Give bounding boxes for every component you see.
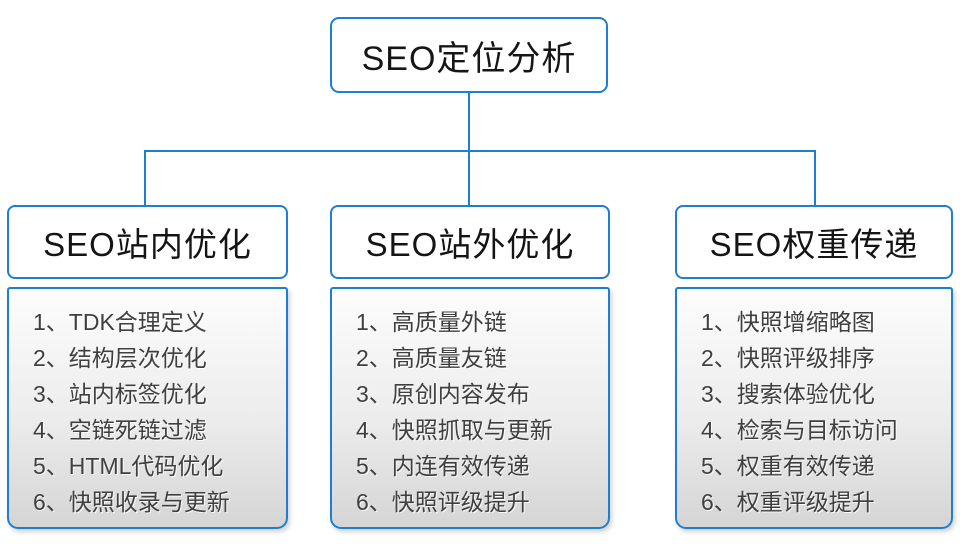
connector-root-drop [468,93,470,151]
list-item: 6、快照评级提升 [356,489,530,515]
list-item: 3、原创内容发布 [356,381,530,407]
column-onsite-header: SEO站内优化 [7,205,288,279]
list-item: 2、结构层次优化 [33,345,207,371]
connector-rail [144,150,816,152]
list-item: 2、高质量友链 [356,345,507,371]
root-title: SEO定位分析 [361,39,577,78]
list-item: 4、空链死链过滤 [33,417,207,443]
list-item: 1、高质量外链 [356,309,507,335]
column-offsite: SEO站外优化 1、高质量外链 2、高质量友链 3、原创内容发布 4、快照抓取与… [330,205,610,529]
column-offsite-title: SEO站外优化 [365,226,575,263]
list-item: 4、快照抓取与更新 [356,417,553,443]
list-item: 1、快照增缩略图 [701,309,875,335]
column-weight-list: 1、快照增缩略图 2、快照评级排序 3、搜索体验优化 4、检索与目标访问 5、权… [675,287,953,529]
column-weight-title: SEO权重传递 [709,226,919,263]
connector-right-drop [814,150,816,206]
root-node: SEO定位分析 [330,17,608,93]
list-item: 1、TDK合理定义 [33,309,207,335]
list-item: 6、权重评级提升 [701,489,875,515]
list-item: 5、HTML代码优化 [33,453,224,479]
column-onsite: SEO站内优化 1、TDK合理定义 2、结构层次优化 3、站内标签优化 4、空链… [7,205,288,529]
list-item: 4、检索与目标访问 [701,417,898,443]
column-offsite-header: SEO站外优化 [330,205,610,279]
column-onsite-title: SEO站内优化 [43,226,252,263]
list-item: 5、权重有效传递 [701,453,875,479]
column-offsite-list: 1、高质量外链 2、高质量友链 3、原创内容发布 4、快照抓取与更新 5、内连有… [330,287,610,529]
list-item: 3、站内标签优化 [33,381,207,407]
list-item: 6、快照收录与更新 [33,489,230,515]
list-item: 2、快照评级排序 [701,345,875,371]
column-onsite-list: 1、TDK合理定义 2、结构层次优化 3、站内标签优化 4、空链死链过滤 5、H… [7,287,288,529]
column-weight-header: SEO权重传递 [675,205,953,279]
connector-middle-drop [468,150,470,206]
list-item: 5、内连有效传递 [356,453,530,479]
connector-left-drop [144,150,146,206]
list-item: 3、搜索体验优化 [701,381,875,407]
column-weight: SEO权重传递 1、快照增缩略图 2、快照评级排序 3、搜索体验优化 4、检索与… [675,205,953,529]
